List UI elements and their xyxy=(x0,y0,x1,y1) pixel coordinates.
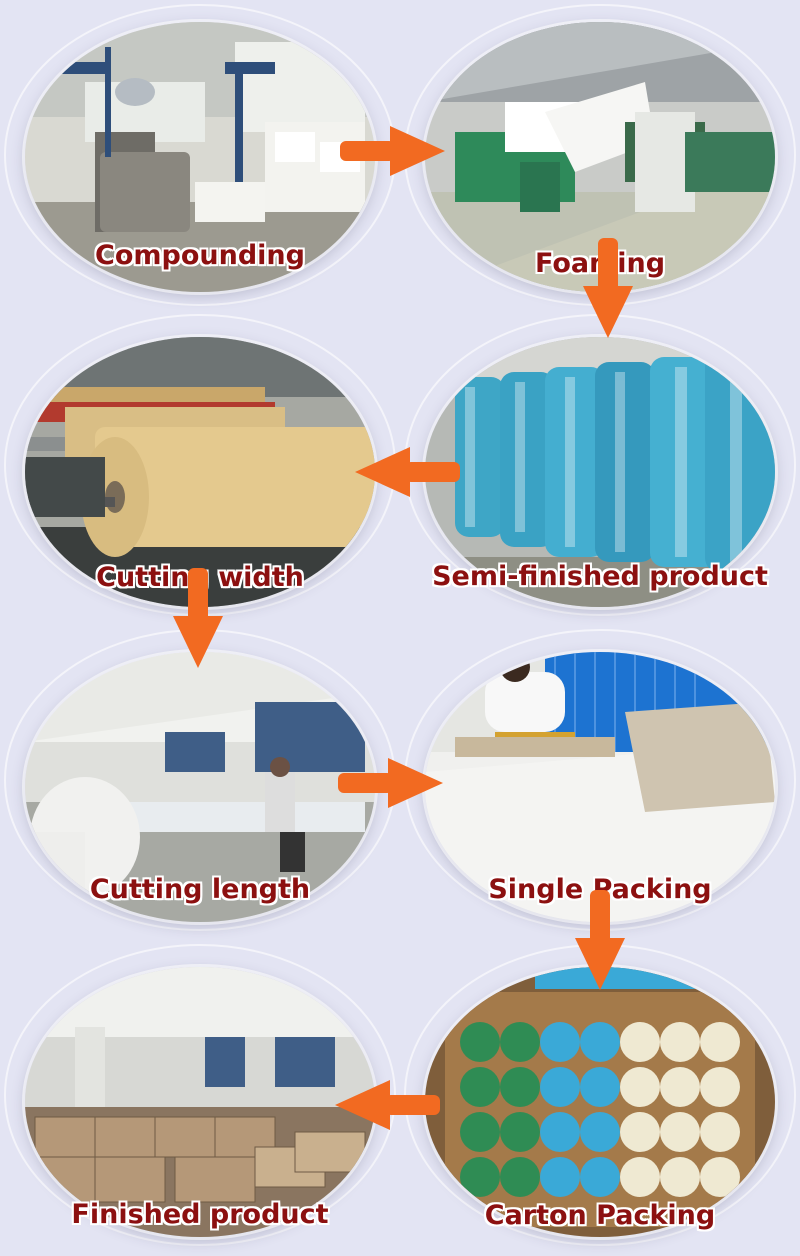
step-label: Carton Packing xyxy=(484,1200,716,1231)
arrow-right-icon xyxy=(340,126,445,176)
step-compounding: Compounding xyxy=(25,22,375,292)
arrow-left-icon xyxy=(355,447,460,497)
step-foaming: Foaming xyxy=(425,22,775,292)
arrow-left-icon xyxy=(335,1080,440,1130)
step-cutting-width: Cutting width xyxy=(25,337,375,607)
arrow-right-icon xyxy=(338,758,443,808)
arrow-down-icon xyxy=(583,238,633,338)
finished-product-photo xyxy=(25,967,375,1237)
arrow-down-icon xyxy=(575,890,625,990)
arrow-down-icon xyxy=(173,568,223,668)
step-single-packing: Single Packing xyxy=(425,652,775,922)
step-label: Cutting length xyxy=(89,874,311,905)
step-semi-finished: Semi-finished product xyxy=(425,337,775,607)
step-label: Finished product xyxy=(71,1199,329,1230)
semi-finished-photo xyxy=(425,337,775,607)
carton-packing-photo xyxy=(425,967,775,1237)
step-carton-packing: Carton Packing xyxy=(425,967,775,1237)
step-label: Compounding xyxy=(95,240,305,271)
step-label: Semi-finished product xyxy=(432,561,768,592)
step-cutting-length: Cutting length xyxy=(25,652,375,922)
step-finished-product: Finished product xyxy=(25,967,375,1237)
